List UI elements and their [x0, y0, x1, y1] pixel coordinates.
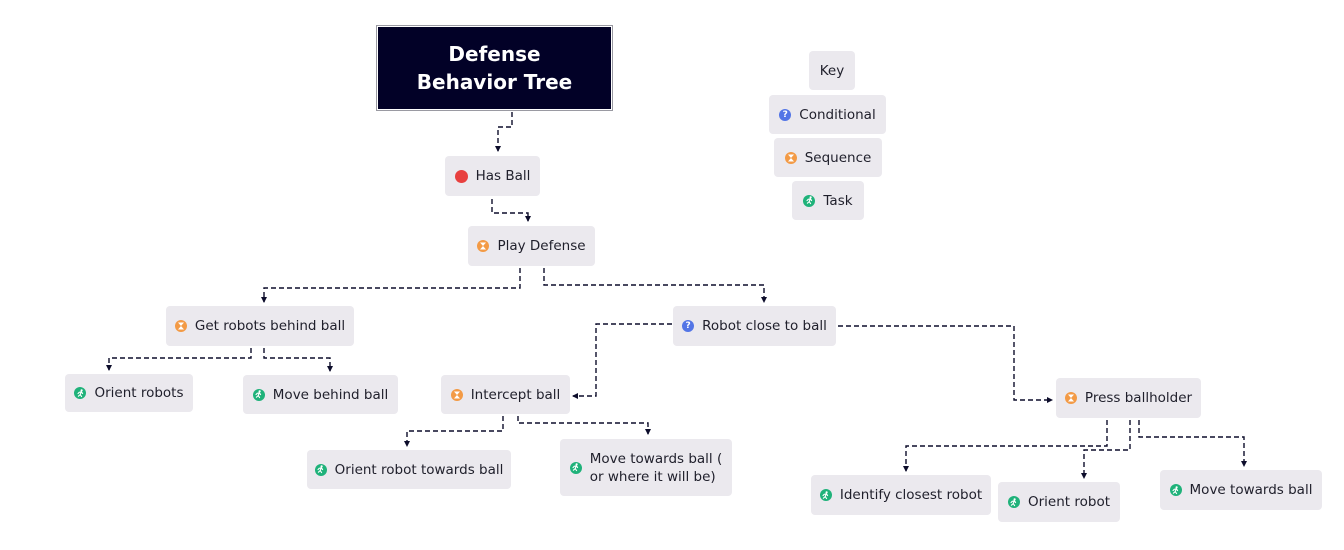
node-press-ballholder: Press ballholder — [1056, 378, 1201, 418]
running-person-icon — [252, 388, 265, 401]
sequence-hourglass-icon — [784, 151, 797, 164]
edge-has-ball-to-play-defense — [491, 199, 531, 222]
node-orient-robot-towards-ball: Orient robot towards ball — [307, 450, 511, 489]
node-identify-closest-robot: Identify closest robot — [811, 475, 991, 515]
diagram-title-text: Defense Behavior Tree — [416, 42, 573, 94]
node-play-defense-label: Play Defense — [497, 238, 586, 254]
edge-get-robots-to-orient-robots — [106, 348, 252, 371]
node-move-towards-ball-label: Move towards ball — [1189, 482, 1313, 498]
running-person-icon — [314, 463, 327, 476]
sequence-hourglass-icon — [174, 320, 187, 332]
node-has-ball-label: Has Ball — [475, 168, 531, 184]
node-move-behind-ball-label: Move behind ball — [272, 386, 389, 403]
node-orient-robots: Orient robots — [65, 374, 193, 412]
edge-intercept-to-orient-robot-towards — [404, 416, 504, 447]
edge-get-robots-to-move-behind — [263, 348, 333, 372]
node-robot-close-to-ball: ? Robot close to ball — [673, 306, 836, 346]
node-orient-robots-label: Orient robots — [94, 385, 184, 401]
edge-press-to-move-towards — [1138, 420, 1247, 467]
key-conditional: ? Conditional — [769, 95, 886, 134]
edge-play-defense-to-robot-close — [543, 268, 767, 303]
node-move-towards-ball-or-where: Move towards ball ( or where it will be) — [560, 439, 732, 496]
edge-title-to-has-ball — [495, 112, 513, 152]
node-intercept-ball: Intercept ball — [441, 375, 570, 414]
sequence-hourglass-icon — [1064, 392, 1077, 404]
key-sequence-label: Sequence — [804, 149, 872, 166]
question-icon: ? — [779, 108, 792, 121]
node-identify-closest-robot-label: Identify closest robot — [839, 487, 983, 503]
key-task-label: Task — [823, 192, 853, 209]
key-task: Task — [792, 181, 864, 220]
node-play-defense: Play Defense — [468, 226, 595, 266]
node-has-ball: Has Ball — [445, 156, 540, 196]
node-move-towards-ball: Move towards ball — [1160, 470, 1322, 510]
key-conditional-label: Conditional — [799, 106, 876, 123]
edge-press-to-orient-robot — [1081, 420, 1131, 479]
key-heading: Key — [809, 51, 855, 90]
edge-robot-close-to-press — [838, 325, 1053, 403]
node-move-towards-ball-or-where-label: Move towards ball ( or where it will be) — [589, 450, 723, 485]
running-person-icon — [569, 461, 582, 474]
edge-robot-close-to-intercept — [572, 323, 672, 399]
node-move-behind-ball: Move behind ball — [243, 375, 398, 414]
edge-press-to-identify — [903, 420, 1108, 472]
node-orient-robot-label: Orient robot — [1027, 494, 1110, 510]
node-intercept-ball-label: Intercept ball — [470, 386, 561, 403]
node-press-ballholder-label: Press ballholder — [1084, 390, 1193, 406]
node-get-robots-behind-ball: Get robots behind ball — [166, 306, 354, 346]
node-get-robots-behind-ball-label: Get robots behind ball — [194, 318, 346, 334]
node-orient-robot-towards-ball-label: Orient robot towards ball — [334, 461, 504, 478]
node-orient-robot: Orient robot — [998, 482, 1120, 522]
edge-play-defense-to-get-robots — [261, 268, 521, 303]
key-sequence: Sequence — [774, 138, 882, 177]
running-person-icon — [819, 489, 832, 501]
sequence-hourglass-icon — [477, 240, 490, 252]
running-person-icon — [1007, 496, 1020, 508]
running-person-icon — [803, 194, 816, 207]
red-circle-icon — [454, 169, 468, 183]
diagram-title: Defense Behavior Tree — [377, 26, 612, 110]
running-person-icon — [1169, 484, 1182, 496]
running-person-icon — [74, 387, 87, 399]
question-icon: ? — [682, 320, 695, 332]
edge-intercept-to-move-towards-where — [517, 416, 651, 435]
node-robot-close-to-ball-label: Robot close to ball — [702, 318, 827, 334]
sequence-hourglass-icon — [450, 388, 463, 401]
key-heading-label: Key — [819, 62, 845, 79]
